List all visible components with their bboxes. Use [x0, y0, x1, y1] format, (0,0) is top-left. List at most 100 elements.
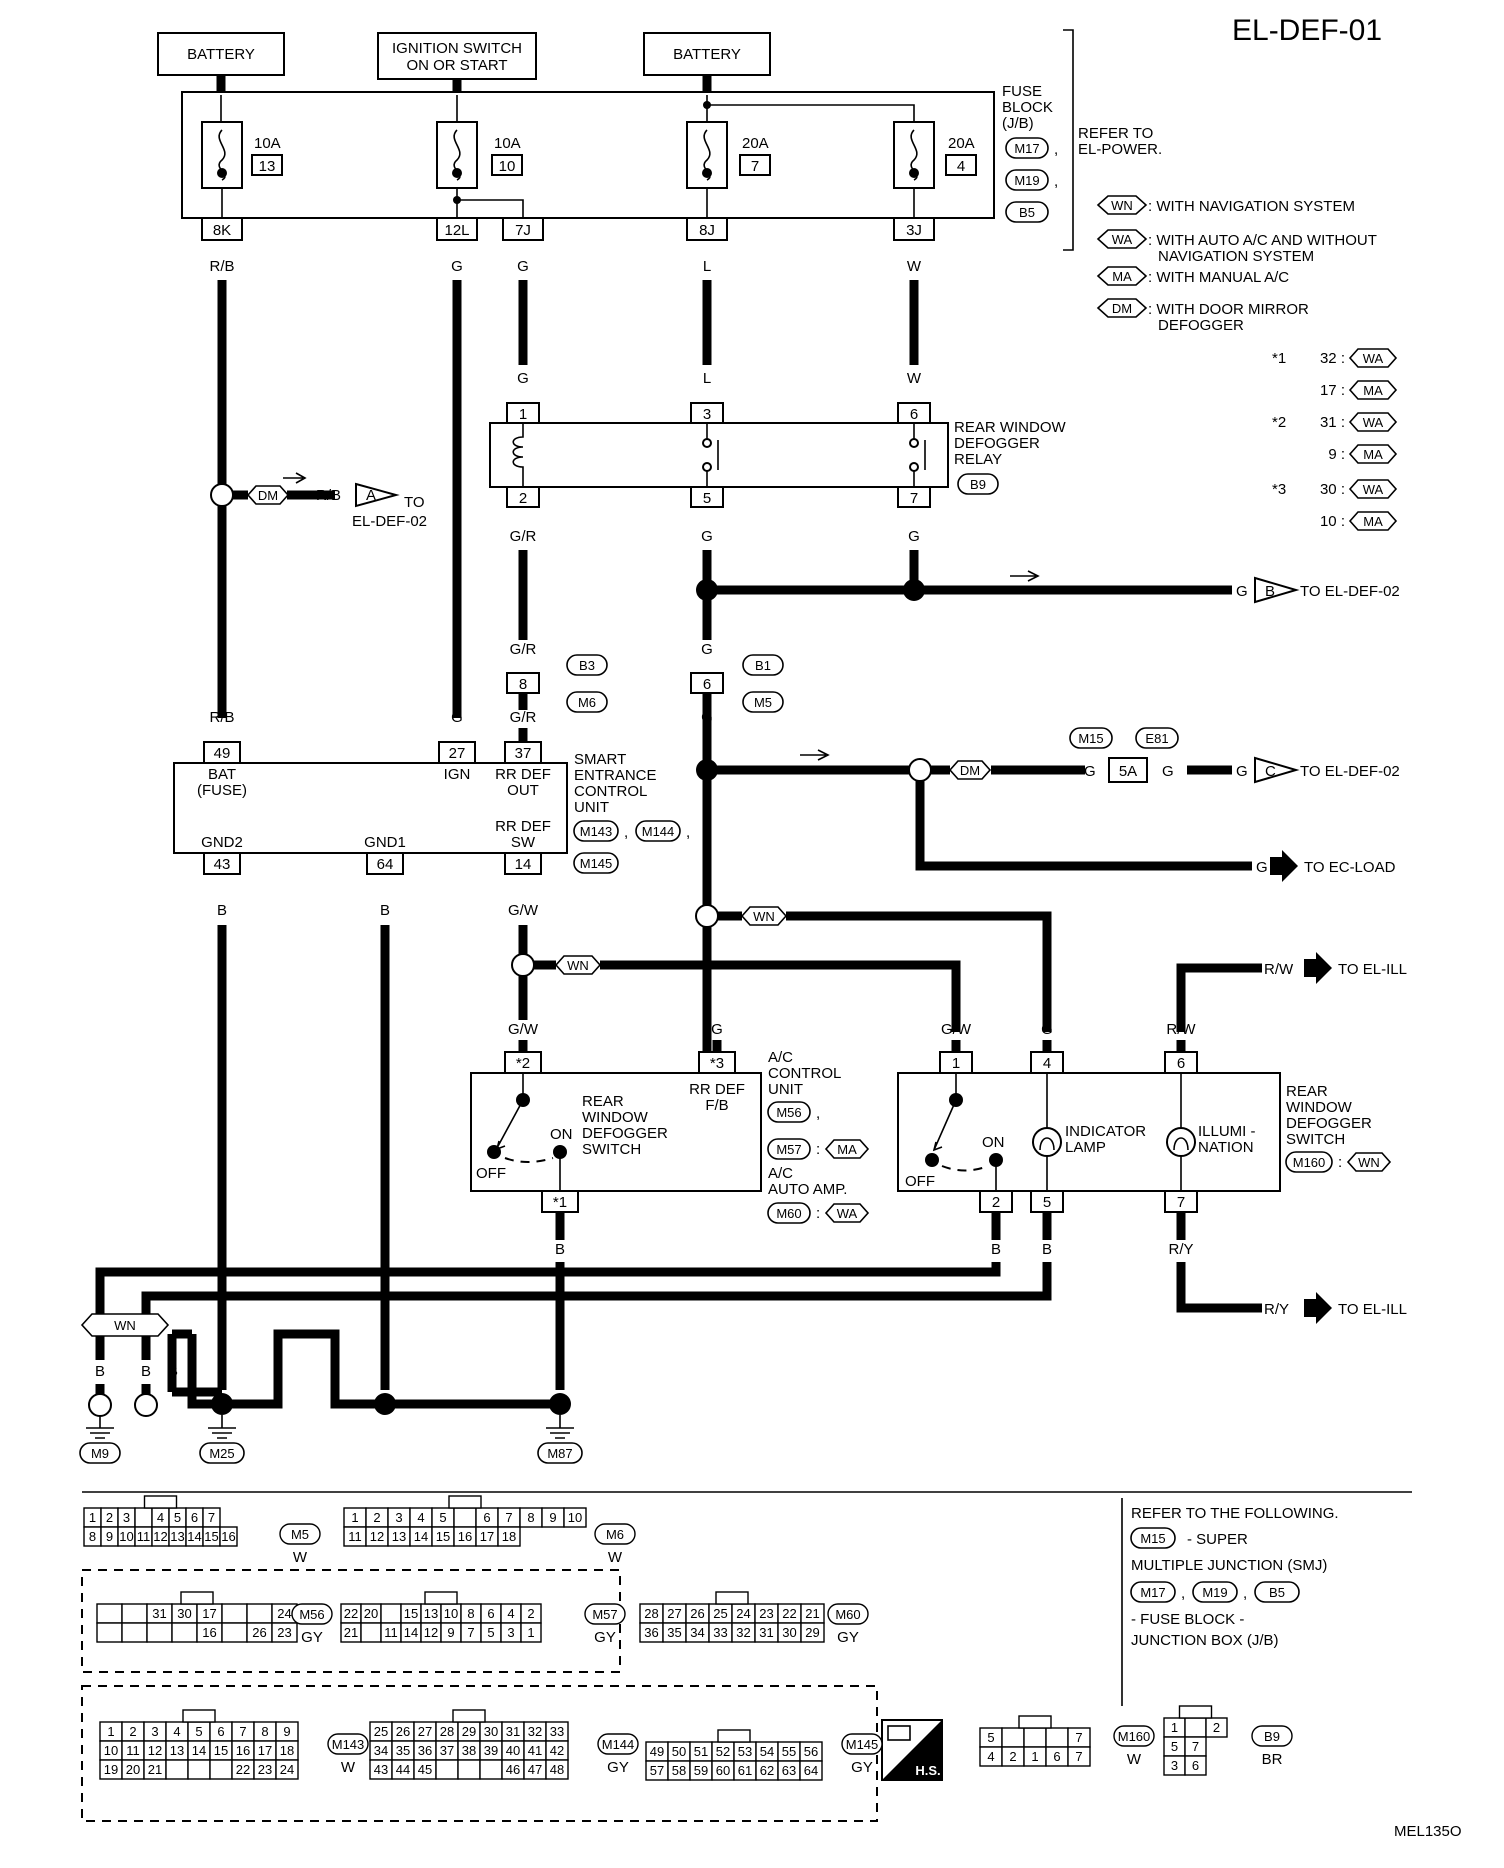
svg-text:MA: MA [1363, 447, 1383, 462]
relay-name-2: DEFOGGER [954, 435, 1040, 452]
connector-pin-number: 10 [444, 1606, 458, 1621]
hs-icon: H.S. [881, 1719, 943, 1781]
connector-pin-number: 43 [374, 1762, 388, 1777]
svg-text:2: 2 [519, 490, 527, 507]
svg-text:MA: MA [1363, 383, 1383, 398]
wire-rw2-ground [95, 1212, 1001, 1338]
wire-label-gw-rw: G/W [941, 1021, 972, 1038]
svg-text:7: 7 [910, 490, 918, 507]
wn-tag-1: WN [753, 909, 775, 924]
connector-pin-number: 50 [672, 1744, 686, 1759]
connector-pin-number: 4 [507, 1606, 514, 1621]
ground-icon-m9 [86, 1416, 114, 1439]
secu-rrdef-sw-1: RR DEF [495, 818, 551, 835]
rw-name-4: SWITCH [1286, 1131, 1345, 1148]
svg-text::: : [1338, 1154, 1342, 1171]
connector-pin-number: 14 [414, 1529, 428, 1544]
wire-label-b-gnd2: B [217, 902, 227, 919]
c-branch-conn: C [1265, 763, 1276, 780]
connector-pin-number: 5 [195, 1724, 202, 1739]
fuse-block-bracket [1063, 29, 1074, 251]
svg-text:WN: WN [1111, 198, 1133, 213]
connector-pin-number: 5 [439, 1510, 446, 1525]
svg-text:*3: *3 [710, 1055, 724, 1072]
connector-pin-number: 14 [187, 1529, 201, 1544]
connector-cell [275, 1759, 299, 1780]
svg-text:8K: 8K [213, 222, 231, 239]
c-branch-code: DM [960, 763, 980, 778]
ignition-label-2: ON OR START [406, 57, 507, 74]
ac-conn-wa: WA [837, 1206, 858, 1221]
connector-color: W [608, 1549, 623, 1566]
connector-pin-number: 9 [549, 1510, 556, 1525]
wire-label-g-relay1: G [517, 370, 529, 387]
relay-contact-1 [706, 423, 719, 487]
connector-pin-number: 40 [506, 1743, 520, 1758]
connector-pin-number: 59 [694, 1763, 708, 1778]
wire-label-b-g4: B [187, 1363, 197, 1380]
connector-id: M144 [602, 1737, 635, 1752]
connector-color: W [1127, 1751, 1142, 1768]
connector-cell [1205, 1717, 1228, 1738]
rw-pin-2: 2 [979, 1190, 1013, 1213]
connector-pin-number: 19 [104, 1762, 118, 1777]
rw-name-3: DEFOGGER [1286, 1115, 1372, 1132]
connector-pin-number: 20 [126, 1762, 140, 1777]
fuse-2-amp: 10A [494, 135, 521, 152]
wire-label-g-secu: G [451, 709, 463, 726]
connector-pin-number: 7 [505, 1510, 512, 1525]
fuse-block-conn-m17: M17 [1014, 141, 1039, 156]
wire-label-gr-1: G/R [510, 528, 537, 545]
c-branch-wire-1: G [1084, 763, 1096, 780]
connector-pin-number: 13 [424, 1606, 438, 1621]
connector-pin-number: 31 [152, 1606, 166, 1621]
rw-name-1: REAR [1286, 1083, 1328, 1100]
connector-cell [380, 1603, 402, 1624]
connector-pin-number: 4 [173, 1724, 180, 1739]
svg-text:14: 14 [515, 856, 532, 873]
refer-m19: M19 [1202, 1585, 1227, 1600]
ec-load-wire: G [1256, 859, 1268, 876]
splice-dm-c [908, 758, 932, 782]
ground-m87: M87 [547, 1446, 572, 1461]
ac-unit-1: A/C [768, 1049, 793, 1066]
connector-color: W [293, 1549, 308, 1566]
connector-pin-number: 64 [804, 1763, 818, 1778]
refer-to-1: REFER TO [1078, 125, 1153, 142]
fuse-block-title-1: FUSE [1002, 83, 1042, 100]
connector-pin-number: 55 [782, 1744, 796, 1759]
connector-pin-number: 24 [280, 1762, 294, 1777]
relay-conn: B9 [970, 477, 986, 492]
wire-label-g-5: G [701, 528, 713, 545]
connector-pin-number: 37 [440, 1743, 454, 1758]
c-branch-pin-box [1108, 757, 1148, 783]
connector-pin-number: 8 [89, 1529, 96, 1544]
wire-label-w-relay6: W [907, 370, 922, 387]
secu-name-2: ENTRANCE [574, 767, 657, 784]
ac-conn-m60: M60 [776, 1206, 801, 1221]
ac-pin-2: *2 [504, 1051, 542, 1074]
fuse-block-title-3: (J/B) [1002, 115, 1034, 132]
b-branch-wire: G [1236, 583, 1248, 600]
svg-text:: WITH AUTO A/C AND WITHOUT: : WITH AUTO A/C AND WITHOUT [1148, 232, 1377, 249]
connector-pin-number: 33 [713, 1625, 727, 1640]
connector-cell [121, 1622, 148, 1643]
dm-a-wire: R/B [316, 487, 341, 504]
dm-a-to-1: TO [404, 494, 425, 511]
svg-text:8: 8 [519, 676, 527, 693]
ignition-label-1: IGNITION SWITCH [392, 40, 522, 57]
svg-text:*2: *2 [1272, 414, 1286, 431]
rw-illumi-2: NATION [1198, 1139, 1254, 1156]
connector-pin-number: 10 [568, 1510, 582, 1525]
b-branch-to: TO EL-DEF-02 [1300, 583, 1400, 600]
bottom-separator [82, 1491, 1412, 1706]
connector-pin-number: 27 [667, 1606, 681, 1621]
connector-pin-number: 16 [236, 1743, 250, 1758]
wire-label-gr-2: G/R [510, 641, 537, 658]
wire-label-g-rw: G [1041, 1021, 1053, 1038]
